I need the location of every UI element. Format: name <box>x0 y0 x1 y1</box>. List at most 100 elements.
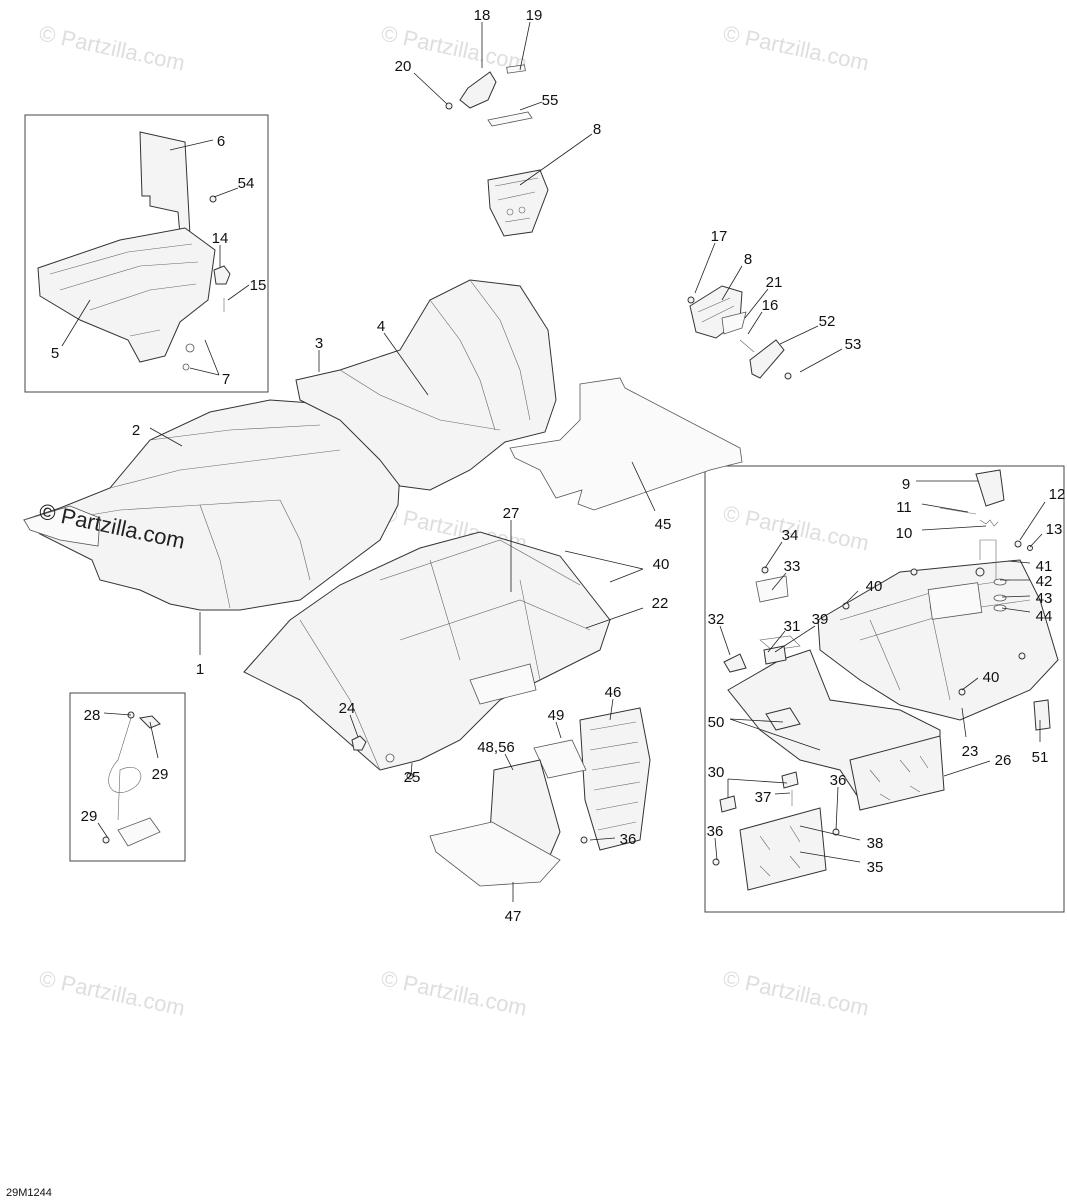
callout-label-14: 14 <box>212 230 229 247</box>
leader-line-22 <box>585 607 644 629</box>
leader-line-46 <box>609 698 614 721</box>
callout-label-35: 35 <box>867 859 884 876</box>
callout-label-30: 30 <box>708 764 725 781</box>
leader-line-44 <box>1001 607 1031 613</box>
callout-label-40: 40 <box>866 578 883 595</box>
leader-line-12 <box>1019 501 1046 541</box>
callout-label-25: 25 <box>404 769 421 786</box>
callout-label-21: 21 <box>766 274 783 291</box>
leader-line-50 <box>729 718 821 751</box>
callout-label-46: 46 <box>605 684 622 701</box>
leader-line-7 <box>204 339 220 376</box>
callout-label-41: 41 <box>1036 558 1053 575</box>
callout-label-8: 8 <box>593 121 601 138</box>
watermark-text: © Partzilla.com <box>37 20 187 75</box>
figure-code: 29M1244 <box>6 1187 52 1199</box>
callout-label-31: 31 <box>784 618 801 635</box>
callout-label-52: 52 <box>819 313 836 330</box>
leader-line-16 <box>747 311 763 335</box>
watermark-text: © Partzilla.com <box>379 965 529 1020</box>
callout-label-26: 26 <box>995 752 1012 769</box>
leader-line-19 <box>519 21 531 71</box>
leader-line-55 <box>519 101 543 111</box>
callout-label-10: 10 <box>896 525 913 542</box>
callout-label-18: 18 <box>474 7 491 24</box>
callout-label-36: 36 <box>707 823 724 840</box>
leader-line-39 <box>774 625 816 653</box>
passenger-seat-part-4 <box>295 279 557 491</box>
leader-line-13 <box>1029 533 1043 548</box>
leader-line-40 <box>609 568 644 583</box>
leader-line-40 <box>961 677 979 691</box>
callout-label-13: 13 <box>1046 521 1063 538</box>
callout-label-3: 3 <box>315 335 323 352</box>
leader-line-50 <box>729 718 784 723</box>
leader-line-34 <box>764 541 783 569</box>
callout-label-50: 50 <box>708 714 725 731</box>
leader-line-40 <box>843 590 859 606</box>
callout-label-28: 28 <box>84 707 101 724</box>
leader-line-21 <box>744 288 769 319</box>
leader-line-53 <box>799 348 843 373</box>
leader-line-8 <box>519 133 593 186</box>
leader-line-52 <box>779 325 819 345</box>
callout-label-53: 53 <box>845 336 862 353</box>
callout-label-1: 1 <box>196 661 204 678</box>
callout-label-5: 5 <box>51 345 59 362</box>
callout-label-17: 17 <box>711 228 728 245</box>
floor-mat-part-45 <box>509 377 743 511</box>
callout-label-27: 27 <box>503 505 520 522</box>
detail-box-storage <box>24 114 269 393</box>
callout-label-16: 16 <box>762 297 779 314</box>
leader-lines <box>61 21 1046 902</box>
callout-label-29: 29 <box>152 766 169 783</box>
leader-line-48-56 <box>504 753 514 771</box>
leader-line-10 <box>921 525 987 531</box>
callout-label-36: 36 <box>830 772 847 789</box>
callout-label-15: 15 <box>250 277 267 294</box>
callout-label-39: 39 <box>812 611 829 628</box>
watermark-text: © Partzilla.com <box>721 20 871 75</box>
callout-label-45: 45 <box>655 516 672 533</box>
leader-line-40 <box>564 550 644 570</box>
leader-line-4 <box>383 332 429 396</box>
leader-line-8 <box>721 265 743 301</box>
detail-box-rack <box>704 465 1065 913</box>
backrest-bracket-hardware <box>445 64 533 127</box>
callout-label-4: 4 <box>377 318 385 335</box>
watermark-text: © Partzilla.com <box>721 965 871 1020</box>
callout-label-9: 9 <box>902 476 910 493</box>
callout-label-23: 23 <box>962 743 979 760</box>
leader-line-31 <box>767 630 786 653</box>
storage-tray-part-5 <box>37 227 216 371</box>
callout-label-34: 34 <box>782 527 799 544</box>
leader-line-36 <box>589 837 616 841</box>
leader-line-33 <box>771 572 787 591</box>
callout-label-11: 11 <box>896 499 912 516</box>
control-box-part-8-lower <box>687 285 792 380</box>
callout-label-24: 24 <box>339 700 356 717</box>
leader-line-24 <box>349 714 359 738</box>
callout-label-8: 8 <box>744 251 752 268</box>
rack-assembly-part-23 <box>817 559 1059 721</box>
callout-label-55: 55 <box>542 92 559 109</box>
callout-label-54: 54 <box>238 175 255 192</box>
leader-line-20 <box>413 72 448 105</box>
callout-label-20: 20 <box>395 58 412 75</box>
leader-line-29 <box>149 721 159 759</box>
callout-label-33: 33 <box>784 558 801 575</box>
leader-line-32 <box>719 625 731 656</box>
nut-part-14 <box>213 265 231 285</box>
callout-label-7: 7 <box>222 371 230 388</box>
callout-label-40: 40 <box>653 556 670 573</box>
leader-line-54 <box>213 187 239 198</box>
leader-line-38 <box>799 825 861 841</box>
leader-line-25 <box>410 762 413 777</box>
leader-line-30 <box>727 778 788 784</box>
leader-line-2 <box>149 427 183 447</box>
leader-line-15 <box>227 284 250 301</box>
leader-line-28 <box>103 712 132 716</box>
leader-line-11 <box>921 503 969 513</box>
